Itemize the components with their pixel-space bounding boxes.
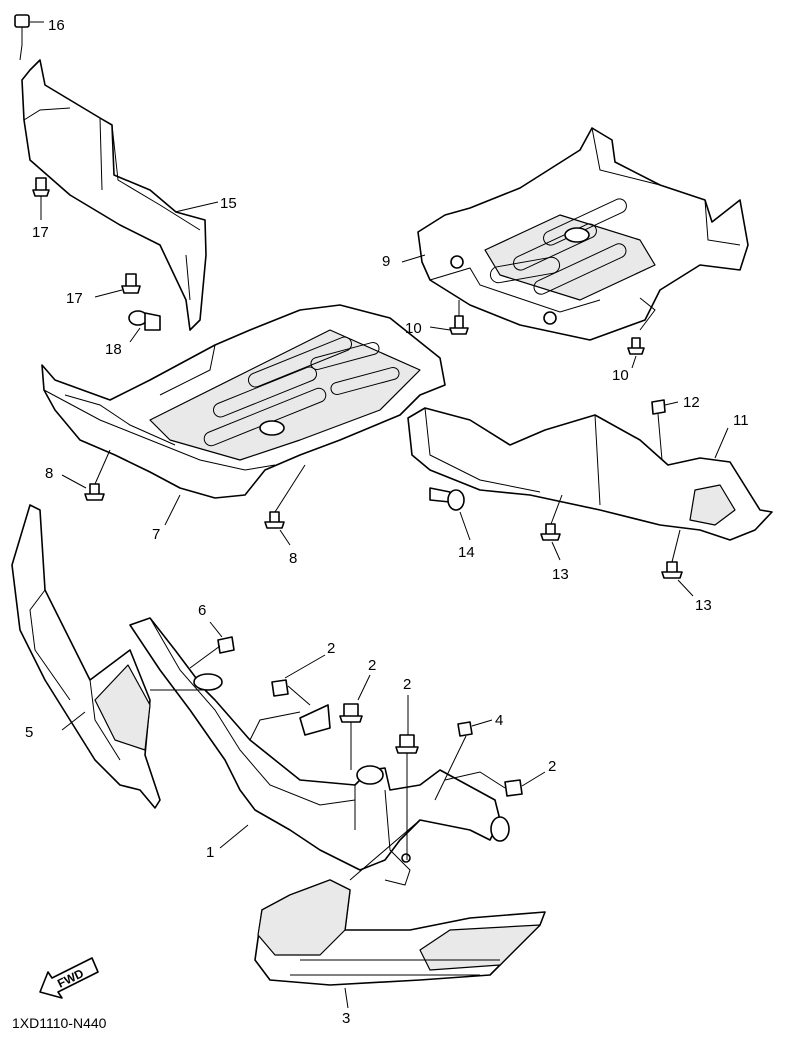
part-4-bolt [434, 719, 493, 801]
callout-18: 18 [105, 341, 122, 358]
callout-3: 3 [342, 1010, 350, 1027]
part-17-bolt-lower [94, 273, 141, 298]
part-12-clip [651, 399, 679, 461]
callout-13-center: 13 [552, 566, 569, 583]
callout-leaders [61, 201, 729, 849]
callout-16: 16 [48, 17, 65, 34]
part-13-bolt-right [661, 529, 694, 597]
part-18-grommet [128, 310, 161, 343]
part-2-bolt-d [444, 771, 546, 797]
callout-17-upper: 17 [32, 224, 49, 241]
part-11-right-side-guard [407, 407, 773, 541]
part-2-bolt-c [395, 695, 419, 860]
part-10-bolt-right [627, 297, 656, 369]
part-10-bolt-center [429, 300, 469, 335]
callout-4: 4 [495, 712, 503, 729]
callout-2-c: 2 [403, 676, 411, 693]
callout-labels: 16 15 17 17 18 9 10 10 12 11 8 7 8 14 13… [25, 17, 749, 1027]
drawing-code: 1XD1110-N440 [12, 1015, 107, 1031]
part-13-bolt-center [540, 494, 563, 561]
part-16-clip [14, 14, 44, 61]
part-9-rear-skid-plate [417, 127, 749, 341]
fwd-arrow-icon: FWD [39, 957, 99, 999]
callout-8-left: 8 [45, 465, 53, 482]
callout-13-right: 13 [695, 597, 712, 614]
part-3-bottom-skid-plate [254, 819, 546, 1009]
part-2-bolt-b [339, 674, 371, 770]
callout-12: 12 [683, 394, 700, 411]
callout-6: 6 [198, 602, 206, 619]
part-14-grommet [429, 487, 471, 541]
part-8-bolt-right [264, 464, 306, 546]
callout-17-lower: 17 [66, 290, 83, 307]
callout-2-a: 2 [327, 640, 335, 657]
callout-2-b: 2 [368, 657, 376, 674]
callout-8-right: 8 [289, 550, 297, 567]
part-15-side-guard [21, 59, 207, 331]
callout-5: 5 [25, 724, 33, 741]
part-7-center-skid-plate [41, 304, 446, 499]
part-8-bolt-left [61, 449, 111, 501]
callout-7: 7 [152, 526, 160, 543]
callout-11: 11 [733, 412, 749, 429]
callout-2-d: 2 [548, 758, 556, 775]
part-6-bolt [189, 621, 235, 669]
callout-14: 14 [458, 544, 475, 561]
part-17-bolt-upper [32, 177, 50, 220]
part-2-bolt-a [271, 654, 326, 706]
callout-1: 1 [206, 844, 214, 861]
callout-10-right: 10 [612, 367, 629, 384]
callout-15: 15 [220, 195, 237, 212]
callout-10-center: 10 [405, 320, 422, 337]
callout-9: 9 [382, 253, 390, 270]
part-5-front-guard [11, 504, 161, 809]
